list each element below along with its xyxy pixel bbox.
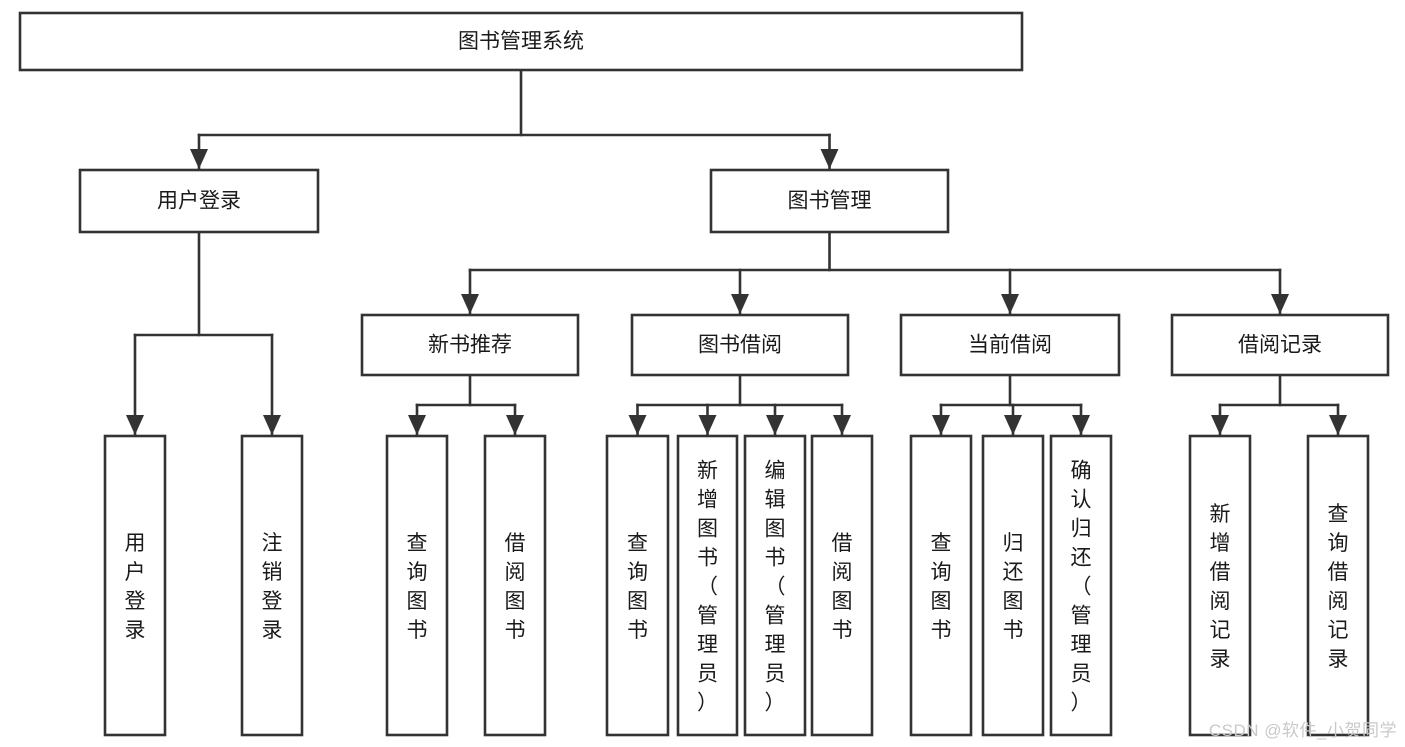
node-box[interactable] [385,434,449,737]
node-leaf-rec-borrow[interactable]: 借阅图书 [483,434,547,737]
node-leaf-bb-borrow[interactable]: 借阅图书 [810,434,874,737]
node-label: 查询图书 [931,532,952,642]
node-label: 借阅图书 [505,532,526,642]
arrow-head-icon [1271,294,1289,314]
arrow-head-icon [190,149,208,169]
arrow-head-icon [263,415,281,435]
node-box[interactable] [605,434,670,737]
node-label: 注销登录 [262,532,283,642]
arrow-head-icon [1329,415,1347,435]
arrow-head-icon [766,415,784,435]
node-book-borrow[interactable]: 图书借阅 [630,313,850,377]
arrow-head-icon [698,415,717,435]
node-box[interactable] [1306,434,1370,737]
arrow-head-icon [126,415,144,435]
node-box[interactable] [1049,434,1113,737]
node-leaf-cb-confirm[interactable]: 确认归还（管理员） [1049,434,1113,737]
arrow-head-icon [932,415,950,435]
arrow-head-icon [1004,415,1022,435]
node-box[interactable] [240,434,304,737]
node-label: 查询借阅记录 [1328,503,1349,671]
node-label: 当前借阅 [968,334,1052,357]
node-current-borrow[interactable]: 当前借阅 [899,313,1121,377]
node-label: 确认归还（管理员） [1071,460,1092,715]
node-box[interactable] [630,313,850,377]
node-new-book-rec[interactable]: 新书推荐 [360,313,580,377]
node-box[interactable] [103,434,167,737]
node-label: 新增借阅记录 [1210,503,1231,671]
connector-layer [126,68,1347,437]
arrow-head-icon [820,149,839,169]
node-leaf-rec-query[interactable]: 查询图书 [385,434,449,737]
node-book-manage[interactable]: 图书管理 [709,168,950,234]
arrow-head-icon [506,415,524,435]
node-box[interactable] [810,434,874,737]
node-box[interactable] [78,168,320,234]
node-box[interactable] [483,434,547,737]
node-label: 图书管理系统 [458,30,584,53]
node-box[interactable] [899,313,1121,377]
node-leaf-bb-query[interactable]: 查询图书 [605,434,670,737]
node-label: 用户登录 [125,532,146,642]
node-label: 归还图书 [1003,532,1024,642]
arrow-head-icon [408,415,426,435]
arrow-head-icon [833,415,851,435]
arrow-head-icon [731,294,749,314]
node-leaf-br-query[interactable]: 查询借阅记录 [1306,434,1370,737]
node-box[interactable] [360,313,580,377]
node-label: 借阅图书 [832,532,853,642]
node-leaf-br-add[interactable]: 新增借阅记录 [1188,434,1252,737]
node-root[interactable]: 图书管理系统 [18,11,1024,72]
node-box[interactable] [981,434,1045,737]
arrow-head-icon [628,415,647,435]
node-box[interactable] [909,434,973,737]
node-label: 借阅记录 [1238,334,1322,357]
node-leaf-cb-return[interactable]: 归还图书 [981,434,1045,737]
node-layer: 图书管理系统用户登录图书管理新书推荐图书借阅当前借阅借阅记录用户登录注销登录查询… [18,11,1390,737]
node-box[interactable] [743,434,807,737]
node-box[interactable] [676,434,739,737]
node-label: 新书推荐 [428,334,512,357]
node-label: 查询图书 [407,532,428,642]
node-label: 图书管理 [788,190,872,213]
node-leaf-user-login[interactable]: 用户登录 [103,434,167,737]
arrow-head-icon [1001,294,1019,314]
node-leaf-cb-query[interactable]: 查询图书 [909,434,973,737]
node-label: 编辑图书（管理员） [765,460,786,715]
node-box[interactable] [1170,313,1390,377]
arrow-head-icon [1072,415,1090,435]
node-user-login[interactable]: 用户登录 [78,168,320,234]
arrow-head-icon [461,294,479,314]
node-box[interactable] [1188,434,1252,737]
node-label: 新增图书（管理员） [697,460,718,715]
node-leaf-user-logout[interactable]: 注销登录 [240,434,304,737]
node-box[interactable] [18,11,1024,72]
arrow-head-icon [1211,415,1229,435]
node-label: 图书借阅 [698,334,782,357]
node-leaf-bb-edit[interactable]: 编辑图书（管理员） [743,434,807,737]
node-borrow-record[interactable]: 借阅记录 [1170,313,1390,377]
node-label: 用户登录 [157,190,241,213]
node-box[interactable] [709,168,950,234]
node-leaf-bb-add[interactable]: 新增图书（管理员） [676,434,739,737]
node-label: 查询图书 [627,532,648,642]
